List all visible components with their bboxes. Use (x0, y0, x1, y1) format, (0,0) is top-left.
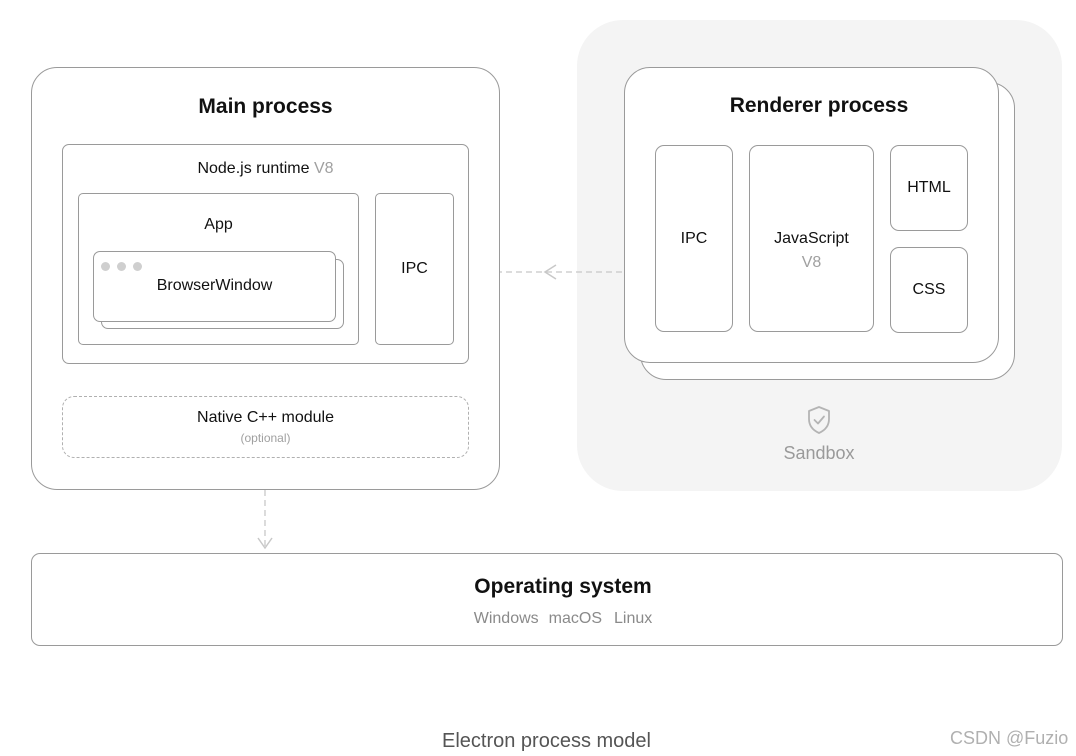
html-label: HTML (907, 179, 951, 196)
window-dots (101, 262, 146, 272)
javascript-label: JavaScript (774, 230, 849, 247)
shield-check-icon (808, 406, 830, 434)
native-module-note: (optional) (240, 431, 291, 445)
os-platform-linux: Linux (614, 610, 653, 627)
runtime-name: Node.js runtime (197, 160, 310, 177)
app-label: App (204, 216, 233, 233)
main-ipc-label: IPC (401, 260, 428, 277)
renderer-ipc-box: IPC (655, 145, 733, 332)
sandbox-label: Sandbox (783, 442, 855, 463)
browser-window-label: BrowserWindow (156, 277, 273, 294)
os-platforms: Windows macOS Linux (31, 608, 1076, 630)
ipc-connector-arrowhead (543, 264, 557, 280)
diagram-caption: Electron process model (442, 729, 651, 752)
os-connector-arrowhead (257, 537, 273, 550)
main-ipc-box: IPC (375, 193, 454, 345)
javascript-engine: V8 (801, 254, 822, 271)
watermark: CSDN @Fuzio (950, 728, 1069, 748)
os-platform-windows: Windows (473, 610, 539, 627)
window-dot-icon (133, 262, 142, 271)
javascript-box (749, 145, 874, 332)
native-module-label: Native C++ module (197, 409, 334, 426)
main-process-title: Main process (198, 95, 333, 118)
renderer-ipc-label: IPC (680, 229, 708, 247)
operating-system-box (31, 553, 1063, 646)
nodejs-runtime-label: Node.js runtime V8 (62, 158, 469, 180)
operating-system-title: Operating system (474, 575, 652, 598)
html-box: HTML (890, 145, 968, 231)
css-box: CSS (890, 247, 968, 333)
native-module-box (62, 396, 469, 458)
os-platform-macos: macOS (548, 610, 602, 627)
css-label: CSS (912, 281, 946, 298)
runtime-engine: V8 (313, 160, 334, 177)
window-dot-icon (101, 262, 110, 271)
renderer-process-title: Renderer process (729, 94, 909, 117)
window-dot-icon (117, 262, 126, 271)
